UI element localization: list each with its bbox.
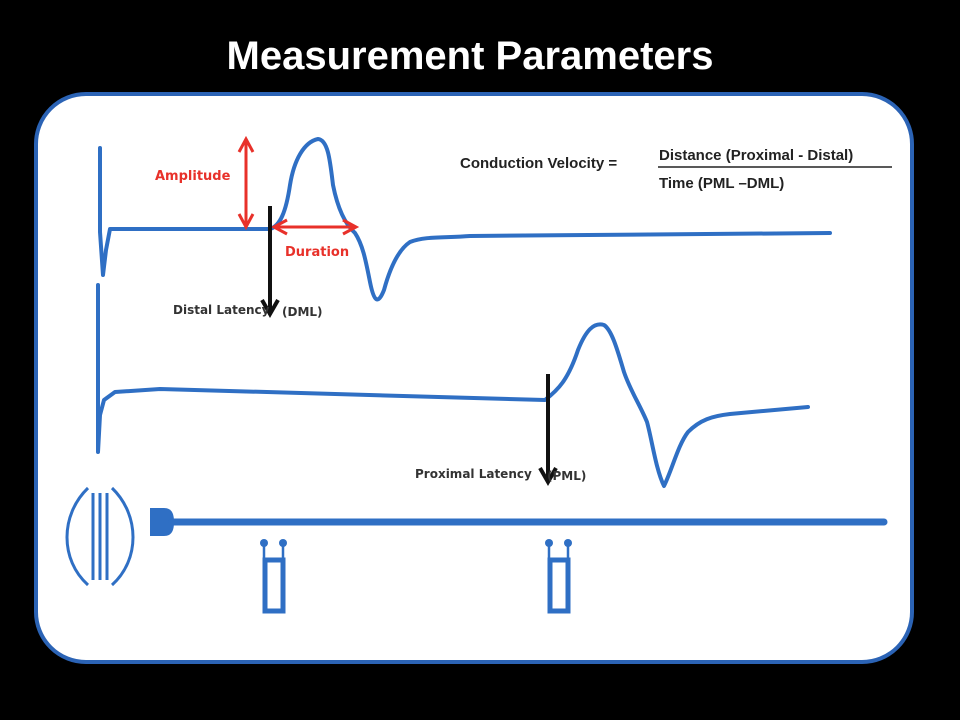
nerve-bar: [150, 508, 888, 536]
formula-numerator: Distance (Proximal - Distal): [659, 147, 853, 164]
proximal-waveform-trace: [96, 283, 810, 488]
amplitude-arrow: [237, 135, 255, 231]
distal-latency-arrow: [260, 206, 280, 319]
proximal-latency-arrow: [538, 374, 558, 487]
duration-label: Duration: [285, 245, 349, 260]
proximal-recording-electrode-icon: [545, 539, 572, 614]
formula-lhs: Conduction Velocity =: [460, 155, 617, 172]
arm-electrode-icon: [65, 486, 135, 587]
diagram-panel: [34, 92, 914, 664]
distal-latency-label: Distal Latency: [173, 303, 270, 317]
proximal-latency-label: Proximal Latency: [415, 467, 532, 481]
formula-denominator: Time (PML –DML): [659, 175, 784, 192]
dml-label: (DML): [282, 305, 323, 319]
pml-label: (PML): [547, 469, 586, 483]
amplitude-label: Amplitude: [155, 169, 231, 184]
duration-arrow: [270, 218, 360, 236]
page-title: Measurement Parameters: [226, 34, 714, 78]
distal-recording-electrode-icon: [260, 539, 287, 614]
